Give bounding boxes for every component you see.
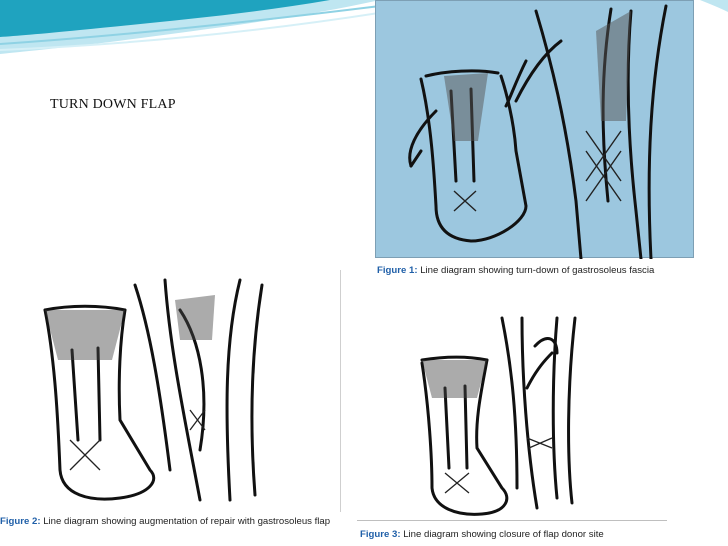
figure-1-caption: Figure 1: Line diagram showing turn-down… <box>377 265 717 277</box>
figure-2-text: Line diagram showing augmentation of rep… <box>43 516 331 527</box>
figure-2-drawing <box>43 278 264 502</box>
figure-2-label: Figure 2: <box>0 516 41 527</box>
figure-3-caption: Figure 3: Line diagram showing closure o… <box>360 529 700 541</box>
figure-2-image <box>0 270 341 512</box>
slide-title: TURN DOWN FLAP <box>50 97 176 112</box>
figure-3-image <box>357 298 667 521</box>
figure-2-caption: Figure 2: Line diagram showing augmentat… <box>0 516 345 528</box>
figure-1-text: Line diagram showing turn-down of gastro… <box>420 265 655 276</box>
figure-1-image <box>375 0 694 259</box>
figure-3-label: Figure 3: <box>360 529 401 540</box>
figure-3-text: Line diagram showing closure of flap don… <box>403 529 604 540</box>
figure-1-drawing <box>408 4 668 259</box>
figure-3-drawing <box>420 316 577 516</box>
figure-1-label: Figure 1: <box>377 265 418 276</box>
